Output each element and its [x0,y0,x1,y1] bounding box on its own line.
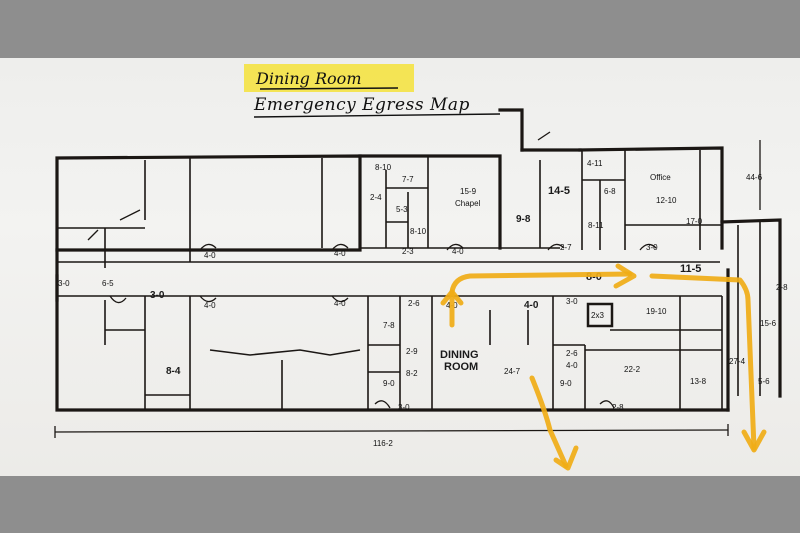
interior-walls-bottom [104,296,723,410]
dim-label: 19-10 [646,307,667,316]
dim-label: 8-11 [588,221,604,230]
storage-label: 2x3 [591,311,604,320]
dim-label: 7-8 [383,321,395,330]
arrow-head-icon [553,445,579,471]
dim-label: 7-7 [402,175,414,184]
storage-closet [586,302,614,328]
dim-label: 6-8 [604,187,616,196]
dim-label: 4-0 [204,301,216,310]
dim-label: 3-0 [150,290,165,301]
dim-label: 2-8 [612,403,624,412]
dim-label: 27-4 [729,357,746,366]
dim-label: 2-3 [402,247,414,256]
egress-arrow-south [529,375,569,469]
overall-length-label: 116-2 [373,439,393,448]
dim-label: 4-0 [334,299,346,308]
dim-label: 11-5 [680,263,701,275]
dim-label: 3-0 [398,403,410,412]
dim-label: 15-6 [760,319,777,328]
dim-label: 5-6 [758,377,770,386]
dining-room-label-line2: ROOM [444,361,478,373]
dim-label: 12-10 [656,196,677,205]
dim-label: 8-10 [375,163,392,172]
arrow-head-icon [440,289,464,306]
outer-walls [55,108,782,412]
door-swings [87,131,657,409]
dim-label: 13-8 [690,377,707,386]
dim-label: 3-0 [646,243,658,252]
dim-label: 4-0 [566,361,578,370]
map-title: Dining Room [255,69,361,88]
egress-arrow-east [649,273,757,451]
dim-label: 9-0 [383,379,395,388]
egress-route-arrows [440,263,767,471]
dim-label: 2-7 [560,243,572,252]
dim-label: 4-0 [334,249,346,258]
dim-label: 4-0 [452,247,464,256]
dim-label: 24-7 [504,367,521,376]
interior-walls-top [57,150,761,396]
dim-label: 9-8 [516,214,531,225]
dim-label: 2-6 [566,349,578,358]
dim-label: 4-0 [204,251,216,260]
dim-label: 4-0 [524,300,539,311]
subtitle-underline [253,113,501,118]
dim-label: 2-4 [370,193,382,202]
dim-label: 8-4 [166,366,181,377]
corridor-walls [57,261,722,297]
dim-label: 3-0 [566,297,578,306]
chapel-label: Chapel [455,199,481,208]
dim-label: 4-11 [587,159,603,168]
map-subtitle: Emergency Egress Map [253,95,470,115]
dim-label: 17-0 [686,217,703,226]
arrow-head-icon [613,263,637,289]
title-underline [259,87,399,90]
dining-room-label-line1: DINING [440,349,479,361]
office-label: Office [650,173,671,182]
dim-label: 2-8 [776,283,788,292]
arrow-head-icon [741,429,767,453]
dim-label: 9-0 [560,379,572,388]
dim-label: 44-6 [746,173,763,182]
dim-label: 5-3 [396,205,408,214]
dim-label: 8-10 [410,227,427,236]
dim-label: 3-0 [58,279,70,288]
title-highlight [244,64,414,92]
dim-label: 15-9 [460,187,477,196]
dim-label: 22-2 [624,365,641,374]
dim-label: 2-6 [408,299,420,308]
overall-dimension-line [54,140,761,438]
dim-label: 2-9 [406,347,418,356]
dim-label: 8-2 [406,369,418,378]
dim-label: 14-5 [548,185,570,197]
dim-label: 6-5 [102,279,114,288]
